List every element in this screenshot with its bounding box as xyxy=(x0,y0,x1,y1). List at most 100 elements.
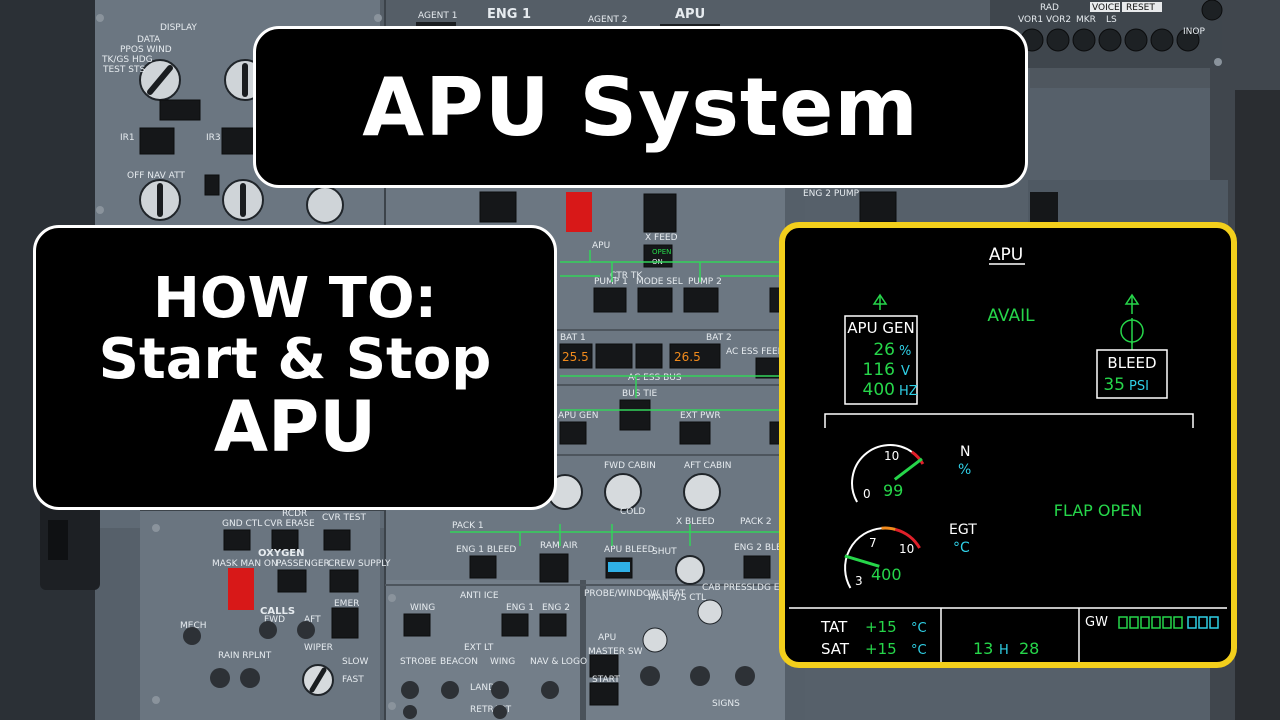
panel-eng1-label: ENG 1 xyxy=(487,7,531,22)
panel-aft-label: AFT xyxy=(304,615,321,625)
panel-ir1-label: IR1 xyxy=(120,133,135,143)
ecam-apu-display: APU APU GEN 26 % 116 V 400 HZ AVAIL BLEE… xyxy=(779,222,1237,668)
page-title: APU System xyxy=(362,60,919,154)
panel-xfeed-label: X FEED xyxy=(645,233,678,243)
clock-hours: 13 xyxy=(973,639,993,658)
n-gauge: 0 10 99 xyxy=(851,444,925,503)
panel-apubleed-label: APU BLEED xyxy=(604,545,655,555)
panel-navlogo-label: NAV & LOGO xyxy=(530,657,587,667)
bleed-label: BLEED xyxy=(1107,354,1156,372)
panel-apugen-label: APU GEN xyxy=(558,411,598,421)
tat-unit: °C xyxy=(911,621,927,636)
panel-inop-label: INOP xyxy=(1183,27,1205,37)
panel-calls-label: CALLS xyxy=(260,606,295,617)
ecam-bottom-bar xyxy=(789,607,1227,662)
panel-xbleed-label: X BLEED xyxy=(676,517,715,527)
panel-cabpress-label: CAB PRESS xyxy=(702,583,753,593)
panel-display-label: DISPLAY xyxy=(160,23,197,33)
panel-agent2-label: AGENT 2 xyxy=(588,15,627,25)
title-card: APU System xyxy=(253,26,1028,188)
panel-ctrtk-label: CTR TK xyxy=(610,271,643,281)
panel-land-label: LAND xyxy=(470,683,495,693)
gw-unit-boxes xyxy=(1187,616,1219,629)
panel-probe-label: PROBE/WINDOW HEAT xyxy=(584,589,686,599)
howto-line-2: Start & Stop xyxy=(98,326,492,392)
panel-voice-label: VOICE xyxy=(1092,3,1120,13)
panel-tkgs-label: TK/GS HDG xyxy=(101,55,153,65)
panel-eng_1-label: ENG 1 xyxy=(506,603,534,613)
bleed-box xyxy=(1096,349,1168,399)
panel-gndctl-label: GND CTL xyxy=(222,519,262,529)
panel-ppos-label: PPOS WIND xyxy=(120,45,172,55)
bleed-value: 35 xyxy=(1103,375,1125,395)
panel-apu-fire-label: APU xyxy=(675,7,705,22)
panel-apustart-label: START xyxy=(592,675,620,685)
panel-open-label: OPEN xyxy=(652,248,671,256)
clock-h-sep: H xyxy=(999,643,1009,658)
egt-gauge: 3 7 10 400 xyxy=(844,526,921,589)
panel-shut-label: SHUT xyxy=(652,547,677,557)
guard-red-oxygen xyxy=(228,568,254,610)
panel-passenger-label: PASSENGER xyxy=(276,559,330,569)
clock-minutes: 28 xyxy=(1019,639,1039,658)
ecam-page-title: APU xyxy=(989,245,1023,265)
guard-red-apu xyxy=(566,192,592,232)
howto-card: HOW TO: Start & Stop APU xyxy=(33,225,557,510)
n-gauge-value: 99 xyxy=(883,481,903,500)
flap-open-text: FLAP OPEN xyxy=(1054,501,1142,520)
panel-wing-label: WING xyxy=(410,603,435,613)
egt-unit: °C xyxy=(953,540,970,556)
panel-pump2-label: PUMP 2 xyxy=(688,277,722,287)
panel-vor2-label: VOR2 xyxy=(1046,15,1071,25)
panel-beacon-label: BEACON xyxy=(440,657,478,667)
panel-test-label: TEST STS xyxy=(102,65,145,75)
sat-unit: °C xyxy=(911,643,927,658)
panel-cvrerase-label: CVR ERASE xyxy=(264,519,315,529)
bleed-valve-icon xyxy=(1120,293,1144,350)
apu-gen-freq-unit: HZ xyxy=(899,384,918,399)
egt-gauge-high: 10 xyxy=(899,542,914,556)
panel-rampair-label: RAM AIR xyxy=(540,541,578,551)
panel-aftcabin-label: AFT CABIN xyxy=(684,461,732,471)
panel-data-label: DATA xyxy=(137,35,161,45)
apu-gen-volt-unit: V xyxy=(901,364,910,379)
panel-offnavatt-label: OFF NAV ATT xyxy=(127,171,185,181)
ecam-separator xyxy=(824,413,1194,428)
panel-ir3-label: IR3 xyxy=(206,133,221,143)
panel-signs-label: SIGNS xyxy=(712,699,740,709)
apu-gen-box xyxy=(844,315,918,405)
panel-eng2pump-label: ENG 2 PUMP xyxy=(803,189,860,199)
apu-gen-load-value: 26 xyxy=(873,340,895,360)
panel-extlt-label: EXT LT xyxy=(464,643,494,653)
egt-gauge-value: 400 xyxy=(871,565,902,584)
panel-bat1-v: 25.5 xyxy=(562,350,589,364)
panel-acessfeed-label: AC ESS FEED xyxy=(726,347,785,357)
panel-crewsupply-label: CREW SUPPLY xyxy=(328,559,391,569)
panel-mastersw-label: MASTER SW xyxy=(588,647,643,657)
apu-gen-label: APU GEN xyxy=(847,319,914,337)
gw-label: GW xyxy=(1085,615,1108,630)
panel-rcdr-label: RCDR xyxy=(282,509,307,519)
panel-mech-label: MECH xyxy=(180,621,207,631)
sat-label: SAT xyxy=(821,640,850,658)
panel-mkr-label: MKR xyxy=(1076,15,1096,25)
panel-eng1bleed-label: ENG 1 BLEED xyxy=(456,545,516,555)
panel-rainrplnt-label: RAIN RPLNT xyxy=(218,651,272,661)
panel-reset-label: RESET xyxy=(1126,3,1155,13)
panel-eng2bleed-label: ENG 2 BLEED xyxy=(734,543,794,553)
sat-value: +15 xyxy=(865,640,897,658)
panel-cold-label: COLD xyxy=(620,507,645,517)
panel-pump1-label: PUMP 1 xyxy=(594,277,628,287)
apu-avail-text: AVAIL xyxy=(987,306,1035,326)
panel-eng_2-label: ENG 2 xyxy=(542,603,570,613)
panel-cvrtest-label: CVR TEST xyxy=(322,513,366,523)
panel-emer-label: EMER xyxy=(334,599,359,609)
apu-gen-volt-value: 116 xyxy=(863,360,895,380)
panel-bustie-label: BUS TIE xyxy=(622,389,657,399)
bleed-unit: PSI xyxy=(1129,379,1149,394)
egt-gauge-mid: 7 xyxy=(869,536,877,550)
panel-modesel-label: MODE SEL xyxy=(636,277,683,287)
apu-gen-arrow xyxy=(872,293,888,310)
n-label: N xyxy=(960,444,970,460)
n-gauge-low: 0 xyxy=(863,487,871,501)
